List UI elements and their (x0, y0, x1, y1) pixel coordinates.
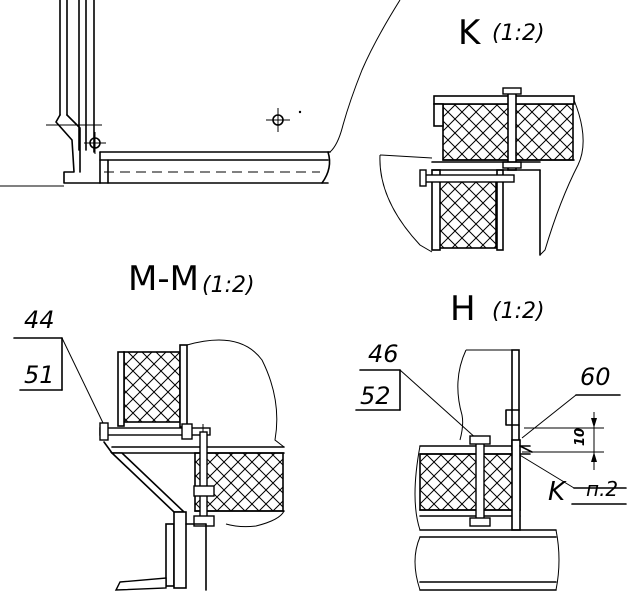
crosshair-mark-right (266, 108, 290, 132)
callout-60: 60 (580, 363, 611, 391)
view-m-letter: M-M (128, 259, 199, 299)
view-h-scale: (1:2) (492, 299, 545, 324)
view-m-scale: (1:2) (202, 273, 255, 298)
callout-46: 46 (368, 340, 399, 368)
weld-note: п.2 (586, 477, 618, 501)
weld-symbol-k: K (548, 477, 567, 507)
callout-51: 51 (24, 361, 55, 389)
view-k-scale: (1:2) (492, 21, 545, 46)
dimension-10: 10 (573, 428, 588, 446)
view-h-letter: H (450, 289, 476, 329)
section-m-m: M-M (1:2) 44 51 (13, 259, 285, 591)
callout-52: 52 (360, 382, 391, 410)
view-k-letter: K (458, 13, 482, 53)
frame-view (0, 0, 401, 187)
crosshair-mark-left (84, 132, 106, 154)
view-k-detail: K (1:2) (379, 13, 584, 256)
callout-44: 44 (24, 306, 55, 334)
view-h-detail: H (1:2) 46 52 60 10 K п.2 (355, 289, 627, 591)
